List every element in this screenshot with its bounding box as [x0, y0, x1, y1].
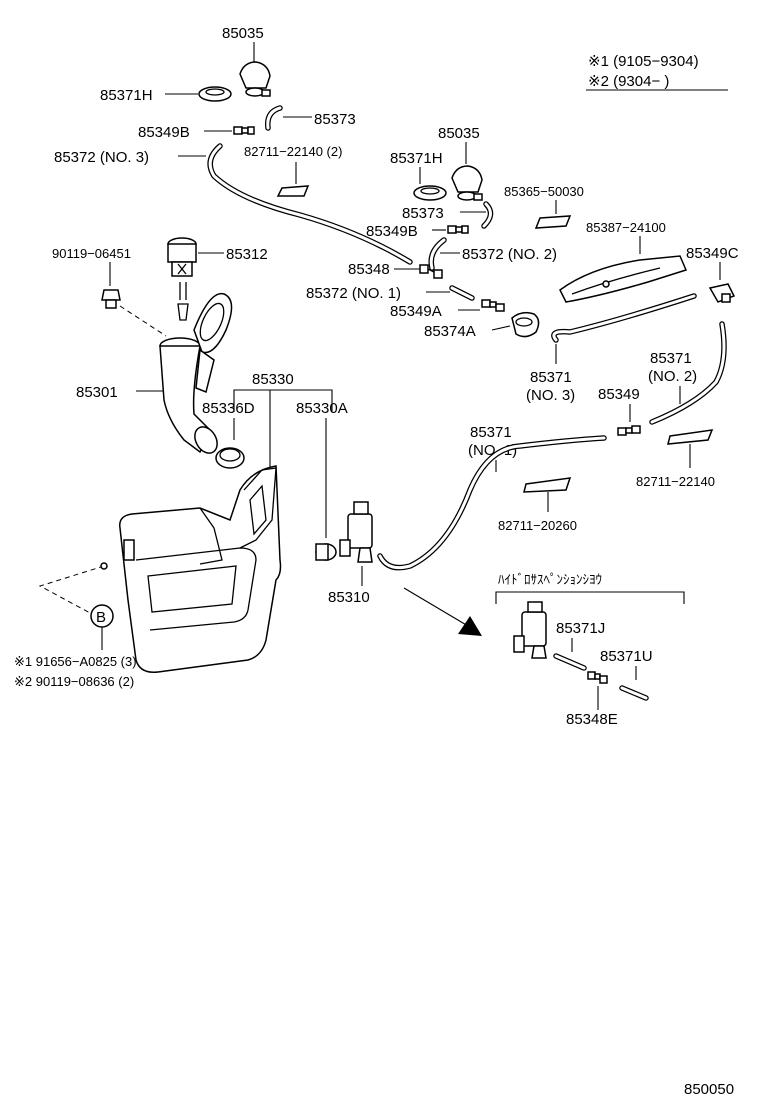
figure-number: 850050 — [684, 1081, 734, 1098]
label-85372-no3: 85372 (NO. 3) — [54, 149, 149, 166]
tank-bolt-point — [100, 562, 108, 570]
label-hydro-suspension: ﾊｲﾄﾞﾛｻｽﾍﾟﾝｼｮﾝｼﾖｳ — [498, 572, 602, 587]
label-85372-no2: 85372 (NO. 2) — [462, 246, 557, 263]
check-valve-85374A — [511, 311, 540, 338]
label-82711-22140-2: 82711−22140 (2) — [244, 144, 342, 159]
headlamp-cleaner-nozzle — [559, 255, 688, 303]
washer-nozzle-top — [239, 61, 271, 97]
joint-85348E — [587, 671, 608, 684]
grommet-85330A — [315, 543, 337, 561]
label-85035-top: 85035 — [222, 25, 264, 42]
label-85348E: 85348E — [566, 711, 618, 728]
joint-85349B-mid — [447, 225, 469, 234]
label-85373-mid: 85373 — [402, 205, 444, 222]
label-85330A: 85330A — [296, 400, 348, 417]
inlet-pipe-85301 — [159, 292, 233, 454]
bolt-dashline — [119, 305, 167, 337]
label-85301: 85301 — [76, 384, 118, 401]
joint-85349B-top — [233, 126, 255, 135]
label-85336D: 85336D — [202, 400, 255, 417]
label-85373-top: 85373 — [314, 111, 356, 128]
joint-85349 — [617, 425, 641, 436]
legend-note-2: ※2 (9304− ) — [588, 73, 669, 90]
label-85371-no2-b: (NO. 2) — [648, 368, 697, 385]
label-85371-no3-a: 85371 — [530, 369, 572, 386]
joint-85348 — [419, 264, 443, 279]
label-85349A: 85349A — [390, 303, 442, 320]
label-85310: 85310 — [328, 589, 370, 606]
label-85374A: 85374A — [424, 323, 476, 340]
label-85371U: 85371U — [600, 648, 653, 665]
joint-85349C — [708, 283, 736, 303]
label-circle-B: B — [96, 609, 106, 626]
arrow-line — [403, 587, 469, 627]
label-85349B-mid: 85349B — [366, 223, 418, 240]
hose-clamp-bottom — [523, 477, 572, 493]
label-82711-20260: 82711−20260 — [498, 518, 577, 533]
washer-pump-85310 — [339, 501, 373, 563]
nozzle-clip — [534, 215, 572, 229]
arrow-head — [458, 616, 482, 636]
washer-pump-variant — [513, 601, 547, 659]
label-85371-no1-a: 85371 — [470, 424, 512, 441]
label-85035-mid: 85035 — [438, 125, 480, 142]
label-85387-24100: 85387−24100 — [586, 220, 666, 235]
label-90119-06451: 90119−06451 — [52, 246, 131, 261]
label-85371-no2-a: 85371 — [650, 350, 692, 367]
leader-85374A — [491, 325, 511, 331]
label-85349C: 85349C — [686, 245, 739, 262]
bracket-hydro-suspension — [495, 591, 685, 604]
label-85371-no1-b: (NO. 1) — [468, 442, 517, 459]
label-85349: 85349 — [598, 386, 640, 403]
label-85349B-top: 85349B — [138, 124, 190, 141]
label-85365-50030: 85365−50030 — [504, 184, 584, 199]
joint-85349A — [481, 299, 505, 312]
inlet-cap-85312 — [167, 237, 197, 321]
label-85312: 85312 — [226, 246, 268, 263]
grommet-top — [198, 86, 232, 102]
label-85371-no3-b: (NO. 3) — [526, 387, 575, 404]
washer-nozzle-mid — [451, 165, 483, 201]
label-85371J: 85371J — [556, 620, 605, 637]
label-bolt-note-2: ※2 90119−08636 (2) — [14, 674, 134, 689]
label-85348: 85348 — [348, 261, 390, 278]
label-85371H-top: 85371H — [100, 87, 153, 104]
hose-clamp-top — [276, 185, 310, 197]
label-85371H-mid: 85371H — [390, 150, 443, 167]
label-bolt-note-1: ※1 91656−A0825 (3) — [14, 654, 137, 669]
tank-dashline — [38, 565, 105, 615]
bolt-90119-06451 — [101, 289, 121, 309]
bracket-85330 — [233, 389, 333, 412]
legend-note-1: ※1 (9105−9304) — [588, 53, 699, 70]
hose-clamp-right — [667, 429, 714, 445]
grommet-85336D — [215, 447, 245, 469]
grommet-mid — [413, 185, 447, 201]
label-85372-no1: 85372 (NO. 1) — [306, 285, 401, 302]
label-82711-22140-r: 82711−22140 — [636, 474, 715, 489]
label-85330: 85330 — [252, 371, 294, 388]
washer-tank — [119, 465, 282, 673]
